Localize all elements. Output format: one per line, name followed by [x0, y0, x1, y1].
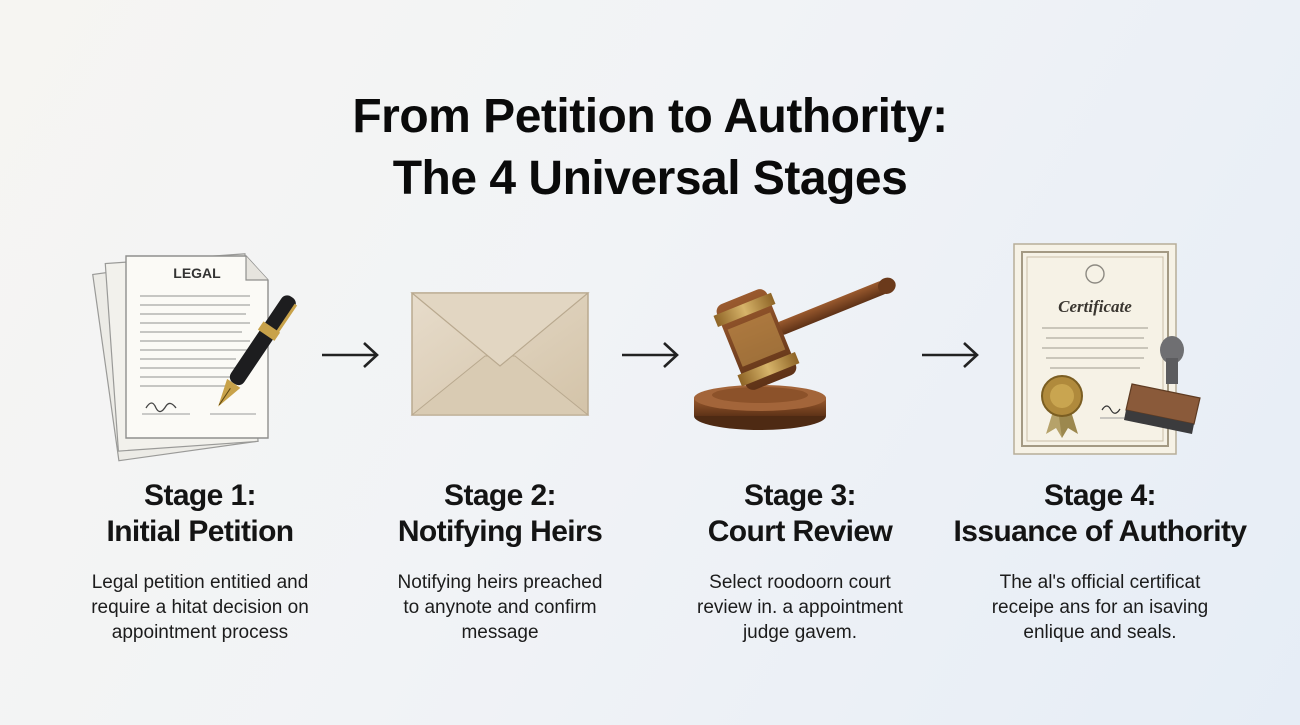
stage-1: LEGAL Stage 1: Initial Petition: [50, 238, 350, 645]
certificate-stamp-icon: Certificate: [950, 238, 1250, 464]
stage-1-heading: Stage 1: Initial Petition: [50, 478, 350, 550]
page-title: From Petition to Authority: The 4 Univer…: [0, 86, 1300, 210]
legal-label: LEGAL: [173, 265, 221, 281]
stage-1-title: Initial Petition: [106, 515, 294, 548]
stage-3-title: Court Review: [707, 515, 893, 548]
stage-3: Stage 3: Court Review Select roodoorn co…: [650, 238, 950, 645]
arrow-right-icon: [622, 342, 679, 368]
stage-2-number: Stage 2:: [444, 479, 557, 512]
stage-4-number: Stage 4:: [1044, 479, 1157, 512]
certificate-label: Certificate: [1058, 297, 1132, 316]
stage-2-title: Notifying Heirs: [397, 515, 603, 548]
stage-2: Stage 2: Notifying Heirs Notifying heirs…: [350, 238, 650, 645]
gavel-icon: [650, 238, 950, 464]
stage-4-description: The al's official certificat receipe ans…: [991, 572, 1209, 643]
arrow-right-icon: [922, 342, 979, 368]
stage-1-number: Stage 1:: [144, 479, 257, 512]
stage-4-heading: Stage 4: Issuance of Authority: [950, 478, 1250, 550]
arrow-right-icon: [322, 342, 379, 368]
stage-2-description: Notifying heirs preached to anynote and …: [397, 572, 603, 643]
envelope-icon: [350, 238, 650, 464]
legal-document-pen-icon: LEGAL: [50, 238, 350, 464]
stage-2-heading: Stage 2: Notifying Heirs: [350, 478, 650, 550]
stage-3-description: Select roodoorn court review in. a appoi…: [697, 572, 903, 643]
stage-4: Certificate Stage 4: Issuance of Authori…: [950, 238, 1250, 645]
stage-1-description: Legal petition entitied and require a hi…: [91, 572, 309, 643]
stage-4-title: Issuance of Authority: [953, 515, 1248, 548]
title-line-1: From Petition to Authority:: [352, 90, 948, 143]
stage-3-heading: Stage 3: Court Review: [650, 478, 950, 550]
stage-3-number: Stage 3:: [744, 479, 857, 512]
title-line-2: The 4 Universal Stages: [392, 152, 908, 205]
